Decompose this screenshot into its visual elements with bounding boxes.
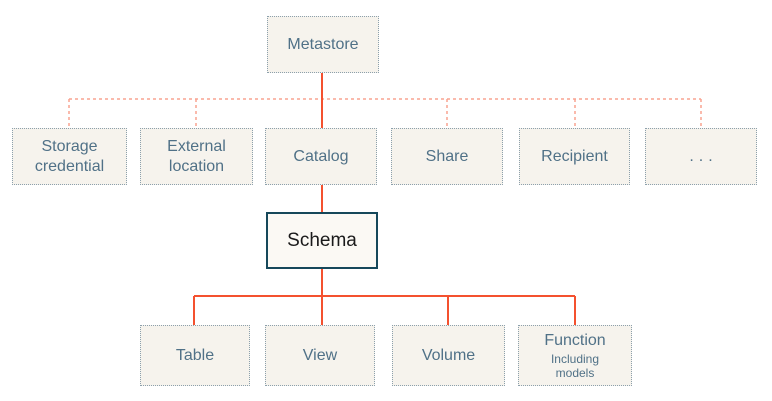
node-view: View	[265, 325, 375, 386]
solid-connectors	[193, 73, 576, 325]
node-label: Metastore	[287, 35, 359, 53]
node-label: Schema	[287, 229, 357, 251]
node-label: Table	[175, 346, 215, 364]
node-external-location: External location	[140, 128, 253, 185]
node-ellipsis: ...	[645, 128, 757, 185]
node-volume: Volume	[392, 325, 505, 386]
node-metastore: Metastore	[267, 16, 379, 73]
node-label: Volume	[421, 346, 476, 364]
node-catalog: Catalog	[265, 128, 377, 185]
node-label: Recipient	[541, 147, 608, 165]
node-label: ...	[689, 147, 718, 165]
node-schema: Schema	[266, 212, 378, 269]
node-label: Storage credential	[34, 137, 105, 175]
node-function: Function Including models	[518, 325, 632, 386]
node-label: Share	[425, 147, 469, 165]
node-label: External location	[167, 137, 226, 175]
node-label: Catalog	[293, 147, 349, 165]
node-storage-credential: Storage credential	[12, 128, 127, 185]
node-recipient: Recipient	[519, 128, 630, 185]
node-sublabel: Including models	[550, 351, 600, 380]
dashed-connectors	[68, 98, 702, 127]
node-label: View	[302, 346, 338, 364]
node-label: Function	[544, 331, 606, 349]
node-table: Table	[140, 325, 250, 386]
node-share: Share	[391, 128, 503, 185]
